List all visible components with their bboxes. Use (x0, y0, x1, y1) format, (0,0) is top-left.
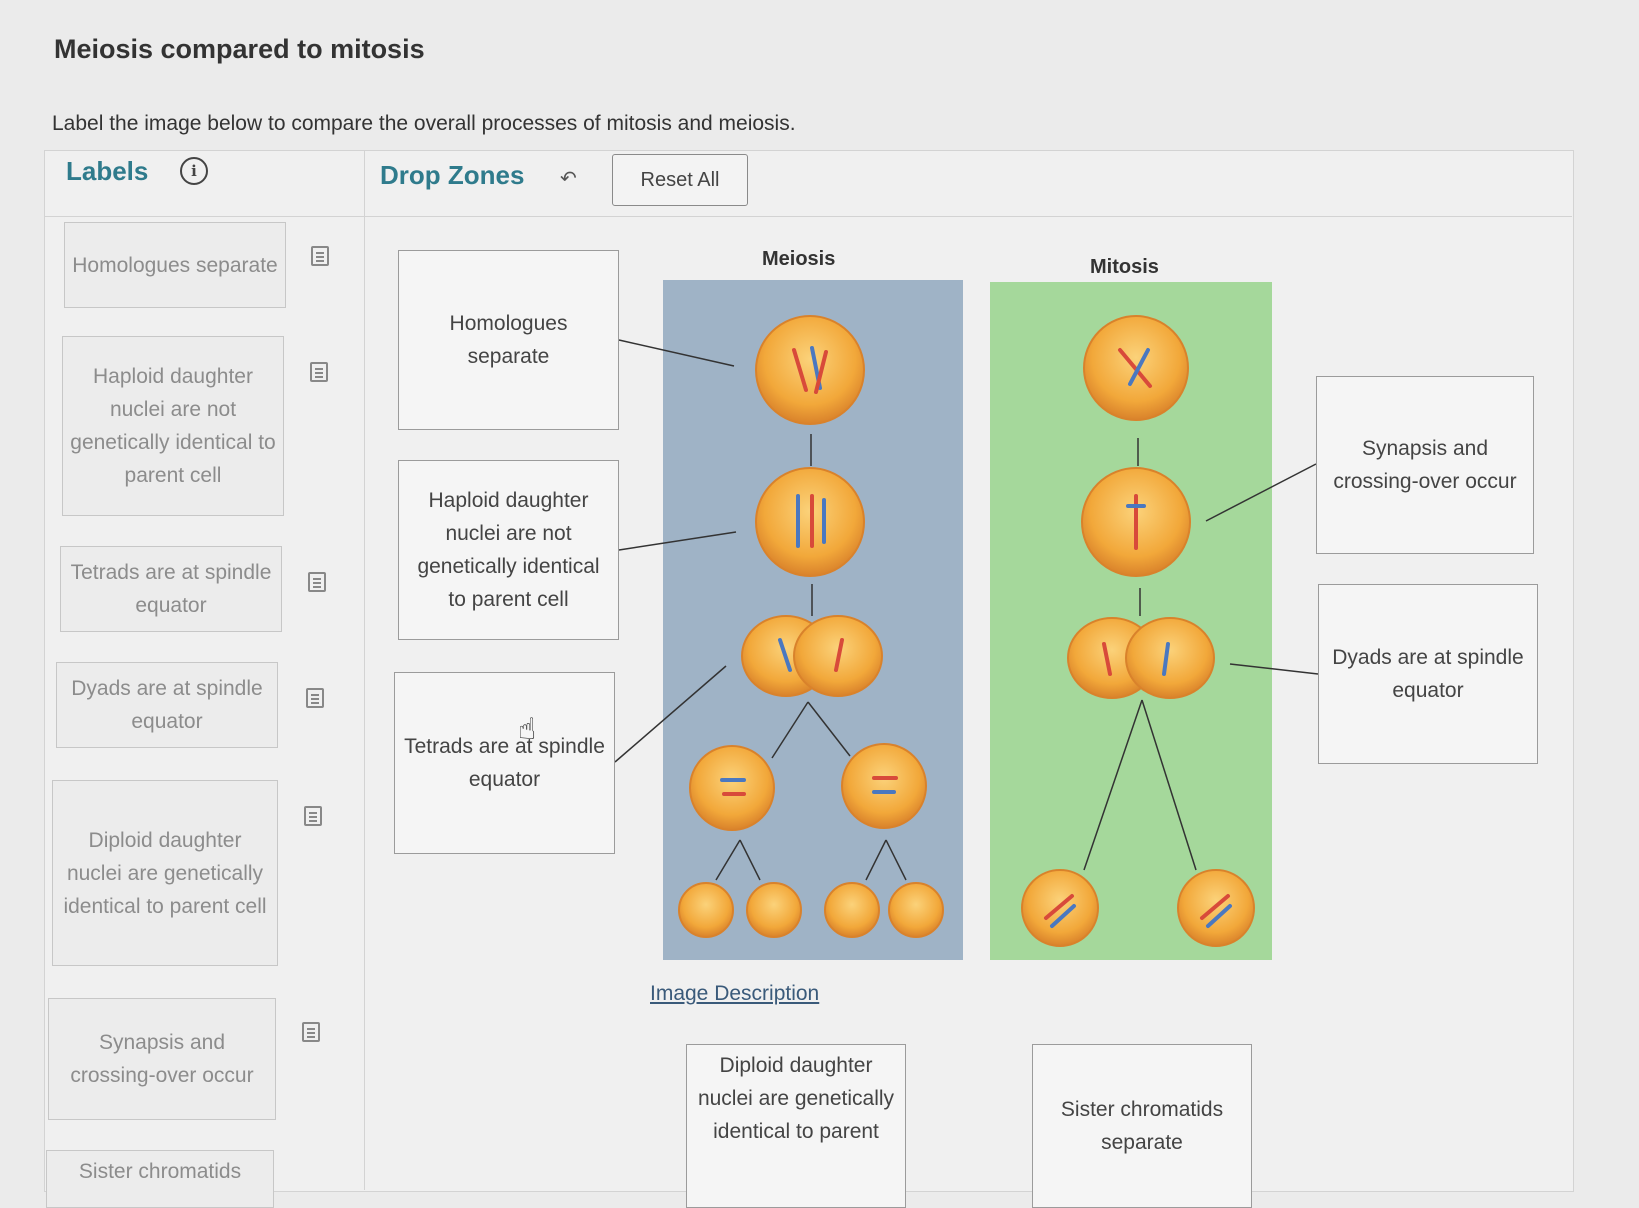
drop-zone-5[interactable]: Dyads are at spindle equator (1318, 584, 1538, 764)
hand-pointer-icon: ☝ (518, 713, 537, 746)
info-icon[interactable]: i (180, 157, 208, 185)
label-haploid-daughter-nuclei[interactable]: Haploid daughter nuclei are not genetica… (62, 336, 284, 516)
cell (678, 882, 734, 938)
leader-line (1229, 663, 1319, 675)
cell (746, 882, 802, 938)
drop-zone-3[interactable]: Tetrads are at spindle equator (394, 672, 615, 854)
leader-line (614, 665, 727, 763)
label-sister-chromatids[interactable]: Sister chromatids (46, 1150, 274, 1208)
meiosis-title: Meiosis (762, 248, 836, 270)
arrow (1141, 699, 1197, 871)
note-icon[interactable] (310, 362, 328, 382)
arrow (865, 839, 887, 881)
mitosis-title: Mitosis (1090, 256, 1159, 278)
arrow (771, 701, 809, 759)
arrow (885, 839, 907, 881)
drop-zone-7[interactable]: Sister chromatids separate (1032, 1044, 1252, 1208)
page-title: Meiosis compared to mitosis (54, 34, 425, 64)
cell (888, 882, 944, 938)
drop-zones-heading: Drop Zones (380, 160, 525, 190)
drop-zone-4[interactable]: Synapsis and crossing-over occur (1316, 376, 1534, 554)
cell (824, 882, 880, 938)
label-synapsis-crossing-over[interactable]: Synapsis and crossing-over occur (48, 998, 276, 1120)
cell (755, 315, 865, 425)
cell (841, 743, 927, 829)
label-homologues-separate[interactable]: Homologues separate (64, 222, 286, 308)
labels-column-divider (364, 150, 365, 1190)
undo-icon[interactable]: ↶ (560, 168, 577, 190)
note-icon[interactable] (311, 246, 329, 266)
image-description-link[interactable]: Image Description (650, 982, 820, 1005)
labels-heading: Labels (66, 156, 149, 186)
reset-all-button[interactable]: Reset All (612, 154, 748, 206)
cell (689, 745, 775, 831)
arrow (739, 839, 761, 881)
label-tetrads-at-equator[interactable]: Tetrads are at spindle equator (60, 546, 282, 632)
leader-line (618, 531, 737, 551)
drop-zone-1[interactable]: Homologues separate (398, 250, 619, 430)
drop-zone-6[interactable]: Diploid daughter nuclei are genetically … (686, 1044, 906, 1208)
panel-header-divider (44, 216, 1572, 217)
leader-line (1205, 463, 1317, 522)
arrow (1083, 699, 1143, 871)
label-dyads-at-equator[interactable]: Dyads are at spindle equator (56, 662, 278, 748)
instructions: Label the image below to compare the ove… (52, 112, 796, 135)
cell (1125, 617, 1215, 699)
note-icon[interactable] (308, 572, 326, 592)
note-icon[interactable] (302, 1022, 320, 1042)
arrow (715, 839, 741, 881)
label-diploid-daughter-nuclei[interactable]: Diploid daughter nuclei are genetically … (52, 780, 278, 966)
drop-zone-2[interactable]: Haploid daughter nuclei are not genetica… (398, 460, 619, 640)
arrow (807, 701, 851, 757)
leader-line (618, 339, 735, 367)
note-icon[interactable] (306, 688, 324, 708)
note-icon[interactable] (304, 806, 322, 826)
